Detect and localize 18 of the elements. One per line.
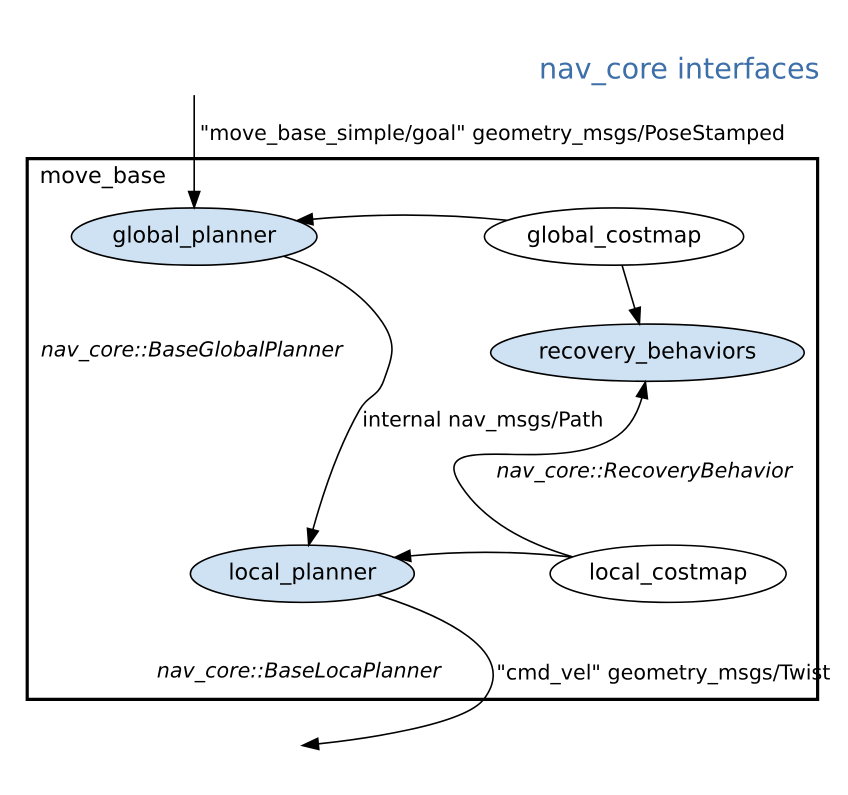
arrow: [300, 594, 494, 750]
diagram-title: nav_core interfaces: [539, 51, 820, 86]
arrow: [621, 264, 642, 326]
arrow: [392, 548, 572, 562]
node-ellipse: global_costmap: [484, 206, 744, 266]
node-ellipse: recovery_behaviors: [490, 322, 806, 382]
arrow: [294, 212, 508, 226]
node-label: nav_core::BaseGlobalPlanner: [40, 336, 343, 361]
node-ellipse: global_planner: [70, 206, 318, 266]
node-label: nav_core::RecoveryBehavior: [496, 458, 792, 482]
arrow: [188, 94, 201, 210]
edge-label: "move_base_simple/goal" geometry_msgs/PoseStamped: [200, 120, 786, 145]
node-ellipse: local_costmap: [549, 544, 787, 603]
edge-label: internal nav_msgs/Path: [362, 406, 604, 431]
node-ellipse: local_planner: [190, 544, 416, 603]
node-label: nav_core::BaseLocaPlanner: [156, 658, 441, 682]
arrow: [454, 379, 648, 558]
arrow: [283, 254, 393, 547]
